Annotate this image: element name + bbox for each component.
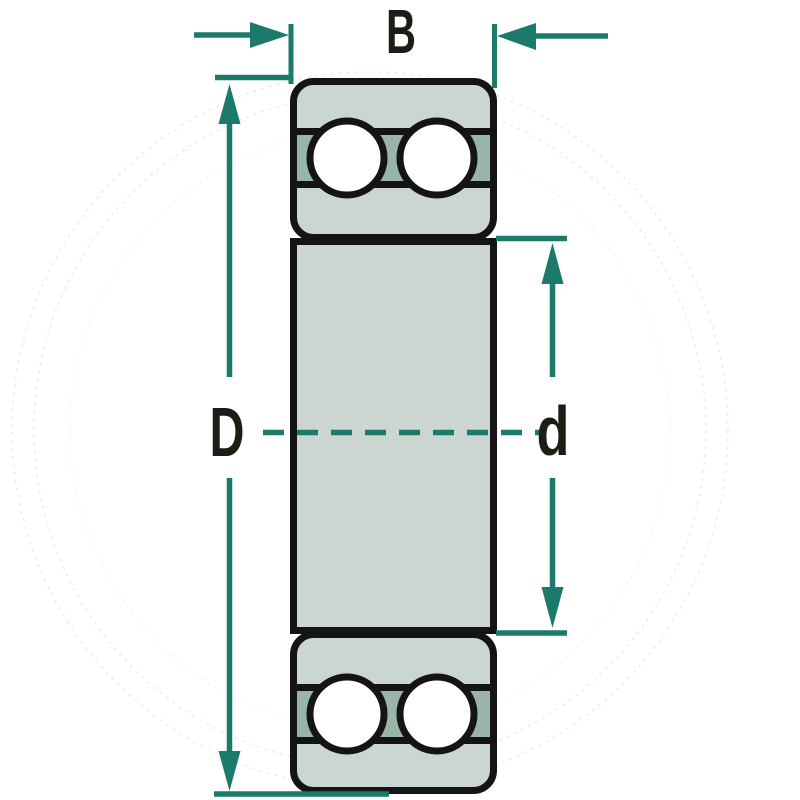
b-dim-right-arrowhead-icon — [497, 23, 536, 50]
ball-top-left — [306, 117, 388, 199]
b-dimension-label: B — [386, 0, 416, 67]
ball-top-right — [396, 117, 478, 199]
d-outer-dimension-label: D — [210, 393, 245, 471]
dimension-D: D — [210, 74, 389, 797]
bearing-middle-section — [290, 238, 497, 634]
ball-bottom-left — [306, 673, 388, 755]
ball-bottom-right — [396, 673, 478, 755]
dimension-B: B — [194, 0, 608, 88]
bearing-body — [290, 78, 497, 794]
b-dim-left-arrowhead-icon — [250, 22, 289, 48]
watermark-arc — [69, 129, 671, 731]
d-bore-bottom-arrowhead-icon — [541, 587, 564, 628]
dimension-d: d — [496, 235, 570, 636]
d-bore-dimension-label: d — [537, 392, 570, 470]
d-outer-top-arrowhead-icon — [218, 84, 241, 124]
d-bore-top-arrowhead-icon — [541, 243, 564, 284]
d-outer-bottom-arrowhead-icon — [218, 751, 241, 791]
watermark-arc — [33, 93, 707, 767]
